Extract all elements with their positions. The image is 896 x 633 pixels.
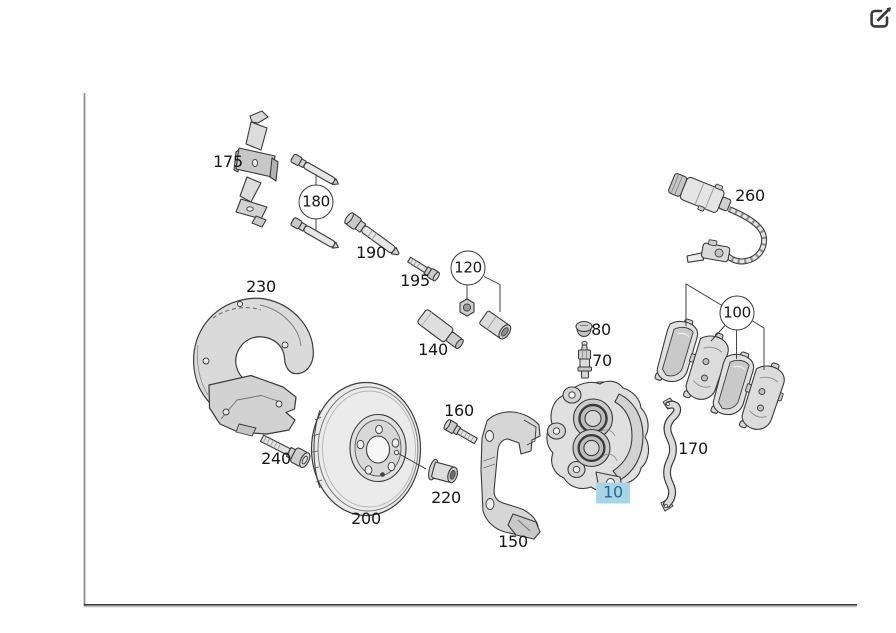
part-label-10-selected[interactable]: 10: [596, 482, 630, 504]
part-bolt-240[interactable]: [258, 431, 312, 469]
part-bleeder-valve-70[interactable]: [577, 340, 592, 379]
part-fitting-kit-120[interactable]: [459, 298, 513, 341]
part-label-70[interactable]: 70: [592, 351, 612, 370]
part-label-195[interactable]: 195: [400, 271, 430, 290]
diagram-frame: [83, 93, 857, 608]
part-dust-cap-80[interactable]: [575, 321, 593, 337]
part-brake-caliper-10[interactable]: [546, 380, 650, 492]
part-wear-sensor-260[interactable]: [666, 168, 768, 269]
part-bolt-160[interactable]: [443, 419, 479, 446]
part-bolt-195[interactable]: [406, 255, 440, 282]
part-label-175[interactable]: 175: [213, 152, 243, 171]
part-label-170[interactable]: 170: [678, 439, 708, 458]
part-guide-bolt-190[interactable]: [343, 211, 402, 259]
part-label-220[interactable]: 220: [431, 488, 461, 507]
part-brake-disc-200[interactable]: [310, 381, 422, 517]
part-label-180[interactable]: 180: [298, 184, 334, 220]
part-label-200[interactable]: 200: [351, 509, 381, 528]
leader-lines: [315, 174, 765, 470]
part-sleeve-140[interactable]: [417, 309, 467, 352]
part-label-140[interactable]: 140: [418, 340, 448, 359]
part-label-120[interactable]: 120: [450, 250, 486, 286]
edit-icon[interactable]: [869, 6, 893, 30]
part-label-150[interactable]: 150: [498, 532, 528, 551]
part-label-260[interactable]: 260: [735, 186, 765, 205]
part-label-230[interactable]: 230: [246, 277, 276, 296]
part-label-240[interactable]: 240: [261, 449, 291, 468]
part-locating-pin-220[interactable]: [427, 458, 460, 486]
part-spring-clip-170[interactable]: [660, 397, 682, 512]
part-guide-pins-180[interactable]: [290, 153, 340, 252]
part-label-160[interactable]: 160: [444, 401, 474, 420]
part-caliper-bracket-150[interactable]: [480, 411, 541, 540]
part-splash-shield-230[interactable]: [193, 297, 314, 437]
part-label-100[interactable]: 100: [719, 295, 755, 331]
part-label-80[interactable]: 80: [591, 320, 611, 339]
part-label-190[interactable]: 190: [356, 243, 386, 262]
part-retaining-spring-175[interactable]: [233, 110, 279, 228]
